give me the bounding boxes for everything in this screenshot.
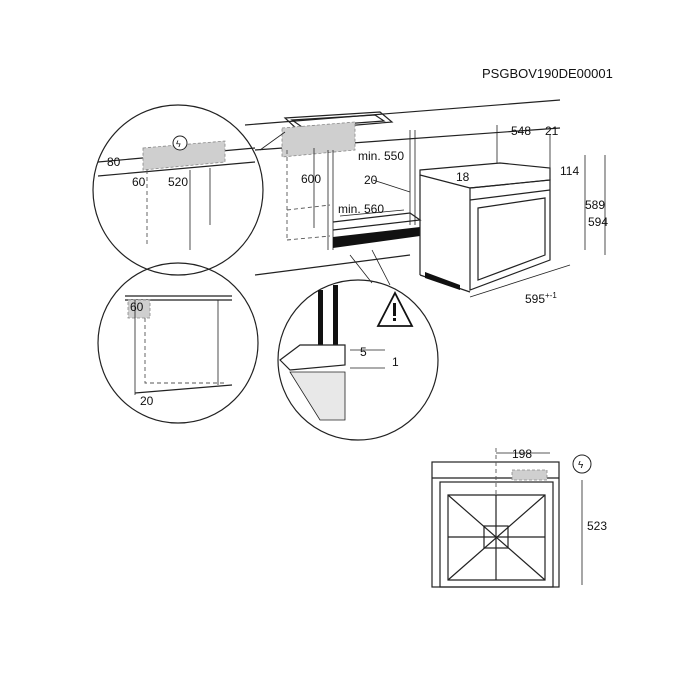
dim-523: 523 bbox=[587, 519, 607, 533]
detail-circle-mid-right: 5 1 bbox=[277, 249, 439, 441]
dim-20-mid: 20 bbox=[140, 394, 154, 408]
diagram-code: PSGBOV190DE00001 bbox=[482, 66, 613, 81]
oven-front-view: ϟ 198 523 bbox=[431, 447, 607, 588]
oven-drawing: 548 21 18 114 589 594 595+-1 bbox=[419, 124, 608, 306]
dim-548: 548 bbox=[511, 124, 531, 138]
dim-595: 595+-1 bbox=[525, 291, 557, 306]
dim-600: 600 bbox=[301, 172, 321, 186]
dim-1: 1 bbox=[392, 355, 399, 369]
lightning-glyph-front: ϟ bbox=[578, 460, 584, 471]
dim-18: 18 bbox=[456, 170, 470, 184]
electric-connection-icon-front bbox=[572, 454, 592, 474]
detail-circle-mid-left: 60 20 bbox=[97, 262, 259, 424]
dim-21: 21 bbox=[545, 124, 559, 138]
dim-80: 80 bbox=[107, 155, 121, 169]
cabinet-drawing: 600 min. 550 20 min. 560 bbox=[244, 99, 561, 276]
dim-60: 60 bbox=[132, 175, 146, 189]
dim-520: 520 bbox=[168, 175, 188, 189]
dim-min-550: min. 550 bbox=[358, 149, 404, 163]
dim-114: 114 bbox=[560, 164, 579, 178]
dim-min-560: min. 560 bbox=[338, 202, 384, 216]
dim-594: 594 bbox=[588, 215, 608, 229]
dim-5: 5 bbox=[360, 345, 367, 359]
detail-circle-top-left: ϟ 80 60 520 bbox=[92, 104, 286, 276]
dim-20: 20 bbox=[364, 173, 378, 187]
dim-60-mid: 60 bbox=[130, 300, 144, 314]
electric-connection-icon bbox=[172, 135, 188, 151]
dim-589: 589 bbox=[585, 198, 605, 212]
lightning-glyph: ϟ bbox=[176, 139, 181, 149]
dim-198: 198 bbox=[512, 447, 532, 461]
